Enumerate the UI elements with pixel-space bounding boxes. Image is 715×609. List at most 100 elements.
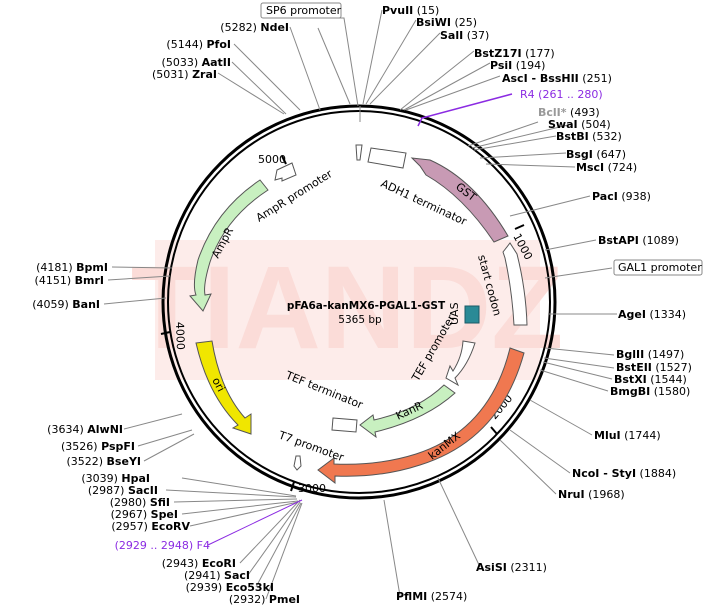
site-pos: (2957) (111, 520, 148, 533)
site-pos: (4151) (35, 274, 72, 287)
site-pos: (2941) (184, 569, 221, 582)
site-name: ZraI (192, 68, 217, 81)
site-name: AgeI (618, 308, 646, 321)
svg-text:BstXI (1544): BstXI (1544) (614, 373, 687, 386)
site-pos: (3522) (66, 455, 103, 468)
svg-text:(5033) AatII: (5033) AatII (162, 56, 231, 69)
site-pos: (2967) (111, 508, 148, 521)
gal1-promoter-arrow (502, 242, 528, 326)
site-pos: (1527) (655, 361, 692, 374)
svg-text:PvuII (15): PvuII (15) (382, 4, 439, 17)
t7-promoter-label: T7 promoter (276, 428, 346, 464)
site-pos: (2943) (162, 557, 199, 570)
site-pos: (724) (608, 161, 638, 174)
site-name: HpaI (121, 472, 150, 485)
site-name: BmgBI (610, 385, 650, 398)
site-name: BanI (72, 298, 100, 311)
site-pos: (5282) (220, 21, 257, 34)
svg-text:R4 (261 .. 280): R4 (261 .. 280) (520, 88, 603, 101)
site-name: AlwNI (87, 423, 123, 436)
site-name: BstBI (556, 130, 589, 143)
svg-text:PflMI (2574): PflMI (2574) (396, 590, 467, 603)
svg-text:(2929 .. 2948) F4: (2929 .. 2948) F4 (115, 539, 210, 552)
site-pos: (3634) (47, 423, 84, 436)
svg-text:(5031) ZraI: (5031) ZraI (152, 68, 217, 81)
site-name: BclI* (538, 106, 567, 119)
ori-label: ori (209, 375, 227, 394)
site-name: NcoI - StyI (572, 467, 636, 480)
ampr-promoter-arrow (274, 162, 297, 182)
site-name: NdeI (260, 21, 289, 34)
site-name: BstXI (614, 373, 647, 386)
svg-text:BstEII (1527): BstEII (1527) (616, 361, 692, 374)
sp6-arrow (355, 144, 363, 161)
svg-text:(2939) Eco53kI: (2939) Eco53kI (186, 581, 274, 594)
site-pos: (2574) (431, 590, 468, 603)
right-site-labels: PvuII (15) BsiWI (25) SalI (37) BstZ17I … (382, 4, 692, 603)
tick-1000 (514, 224, 525, 230)
site-pos: (1884) (640, 467, 677, 480)
svg-text:(2987) SacII: (2987) SacII (88, 484, 158, 497)
site-pos: (532) (592, 130, 622, 143)
site-name: SwaI (548, 118, 578, 131)
leader-lines (103, 9, 617, 600)
site-name: Eco53kI (226, 581, 274, 594)
tick-4000 (160, 331, 171, 335)
svg-text:BmgBI (1580): BmgBI (1580) (610, 385, 690, 398)
primer-pos: (2929 .. 2948) (115, 539, 194, 552)
site-pos: (1580) (654, 385, 691, 398)
backbone-inner (167, 110, 551, 494)
r4-leader (417, 93, 513, 127)
site-pos: (938) (621, 190, 651, 203)
f4-leader (207, 499, 303, 546)
svg-text:PsiI (194): PsiI (194) (490, 59, 545, 72)
plasmid-size: 5365 bp (338, 314, 382, 326)
svg-text:SalI (37): SalI (37) (440, 29, 489, 42)
site-name: EcoRI (202, 557, 236, 570)
site-pos: (647) (596, 148, 626, 161)
site-name: PacI (592, 190, 618, 203)
site-name: BsiWI (416, 16, 451, 29)
site-pos: (15) (417, 4, 440, 17)
svg-text:(2967) SpeI: (2967) SpeI (111, 508, 178, 521)
svg-text:(2941) SacI: (2941) SacI (184, 569, 250, 582)
left-site-labels: (5282) NdeI (5144) PfoI (5033) AatII (50… (32, 21, 300, 606)
site-name: BstZ17I (474, 47, 522, 60)
site-name: AsiSI (476, 561, 507, 574)
kanr-arrow (359, 384, 456, 439)
site-pos: (25) (454, 16, 477, 29)
tick-label-4000: 4000 (173, 322, 187, 350)
site-name: BsgI (566, 148, 593, 161)
site-name: AatII (202, 56, 231, 69)
tick-3000 (290, 481, 295, 492)
backbone-outer (161, 104, 557, 500)
svg-text:AgeI (1334): AgeI (1334) (618, 308, 686, 321)
gst-arrow (410, 157, 509, 243)
primer-name: R4 (520, 88, 535, 101)
site-pos: (1089) (642, 234, 679, 247)
tick-label-5000: 5000 (258, 153, 286, 166)
svg-text:BstZ17I (177): BstZ17I (177) (474, 47, 555, 60)
kanmx-arrow (317, 347, 525, 485)
site-pos: (2980) (110, 496, 147, 509)
tick-label-3000: 3000 (298, 482, 326, 495)
svg-text:MluI (1744): MluI (1744) (594, 429, 661, 442)
site-name: PflMI (396, 590, 427, 603)
svg-text:BclI* (493): BclI* (493) (538, 106, 600, 119)
site-pos: (37) (467, 29, 490, 42)
site-pos: (3526) (61, 440, 98, 453)
site-name: PfoI (207, 38, 232, 51)
uas-box (464, 305, 480, 324)
site-pos: (1334) (649, 308, 686, 321)
svg-text:BsiWI (25): BsiWI (25) (416, 16, 477, 29)
sp6-promoter-label: SP6 promoter (266, 4, 342, 17)
svg-text:(5282) NdeI: (5282) NdeI (220, 21, 289, 34)
gal1-promoter-box (613, 259, 703, 276)
site-pos: (5031) (152, 68, 189, 81)
plasmid-name: pFA6a-kanMX6-PGAL1-GST (287, 300, 446, 312)
site-pos: (2939) (186, 581, 223, 594)
svg-text:(3634) AlwNI: (3634) AlwNI (47, 423, 123, 436)
t7-promoter-arrow (293, 455, 302, 471)
site-pos: (493) (570, 106, 600, 119)
site-name: AscI - BssHII (502, 72, 579, 85)
